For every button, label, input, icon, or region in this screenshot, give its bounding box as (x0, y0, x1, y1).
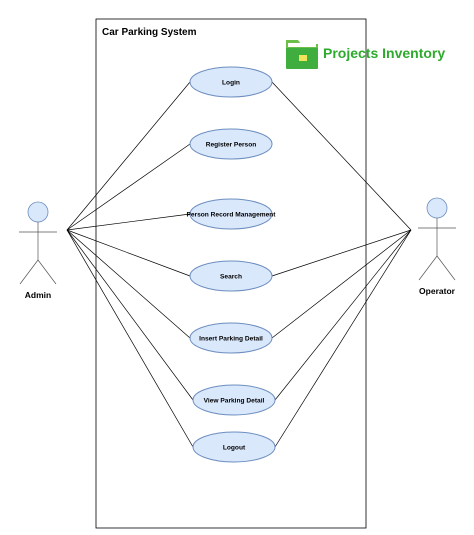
association-admin-insert-parking-detail (66, 229, 191, 339)
association-lines (66, 81, 412, 448)
use-case-label: Person Record Management (186, 211, 276, 218)
use-case-label: Register Person (206, 141, 257, 148)
folder-icon (286, 40, 318, 69)
use-case-label: Logout (223, 444, 246, 451)
actor-operator: Operator (418, 197, 456, 296)
association-admin-logout (66, 229, 194, 448)
projects-inventory-logo: Projects Inventory (286, 40, 445, 69)
use-case-register-person: Register Person (189, 128, 273, 160)
actor-admin: Admin (19, 201, 57, 300)
use-case-label: Login (222, 79, 240, 86)
use-case-ellipse (189, 66, 273, 98)
association-operator-insert-parking-detail (271, 229, 412, 339)
use-case-label: View Parking Detail (204, 397, 265, 404)
association-admin-register-person (66, 143, 191, 231)
actors: Admin Operator (19, 197, 456, 300)
association-admin-view-parking-detail (66, 229, 194, 401)
use-case-label: Insert Parking Detail (199, 335, 263, 342)
use-case-ellipse (189, 128, 273, 160)
use-case-ellipse (189, 260, 273, 292)
association-admin-search (66, 229, 191, 277)
use-case-person-record-management: Person Record Management (186, 198, 276, 230)
use-case-login: Login (189, 66, 273, 98)
actor-label: Admin (25, 290, 51, 300)
actor-label: Operator (419, 286, 456, 296)
use-case-ellipse (189, 322, 273, 354)
system-boundary (95, 18, 367, 529)
logo-text: Projects Inventory (323, 45, 445, 61)
association-operator-view-parking-detail (274, 229, 412, 401)
actor-right-leg (37, 259, 57, 285)
use-case-view-parking-detail: View Parking Detail (192, 384, 276, 416)
system-title: Car Parking System (102, 27, 197, 38)
association-operator-logout (274, 229, 412, 448)
association-admin-login (66, 81, 191, 231)
use-case-ellipse (192, 431, 276, 463)
use-case-label: Search (220, 273, 242, 280)
actor-head (426, 197, 448, 219)
actor-left-leg (418, 255, 438, 281)
use-case-ellipse (189, 198, 273, 230)
association-admin-person-record-management (66, 213, 191, 231)
actor-head (27, 201, 49, 223)
actor-right-leg (436, 255, 456, 281)
use-case-logout: Logout (192, 431, 276, 463)
actor-left-leg (19, 259, 39, 285)
use-case-search: Search (189, 260, 273, 292)
use-case-ellipse (192, 384, 276, 416)
association-operator-search (271, 229, 412, 277)
use-case-insert-parking-detail: Insert Parking Detail (189, 322, 273, 354)
association-operator-login (271, 81, 412, 231)
